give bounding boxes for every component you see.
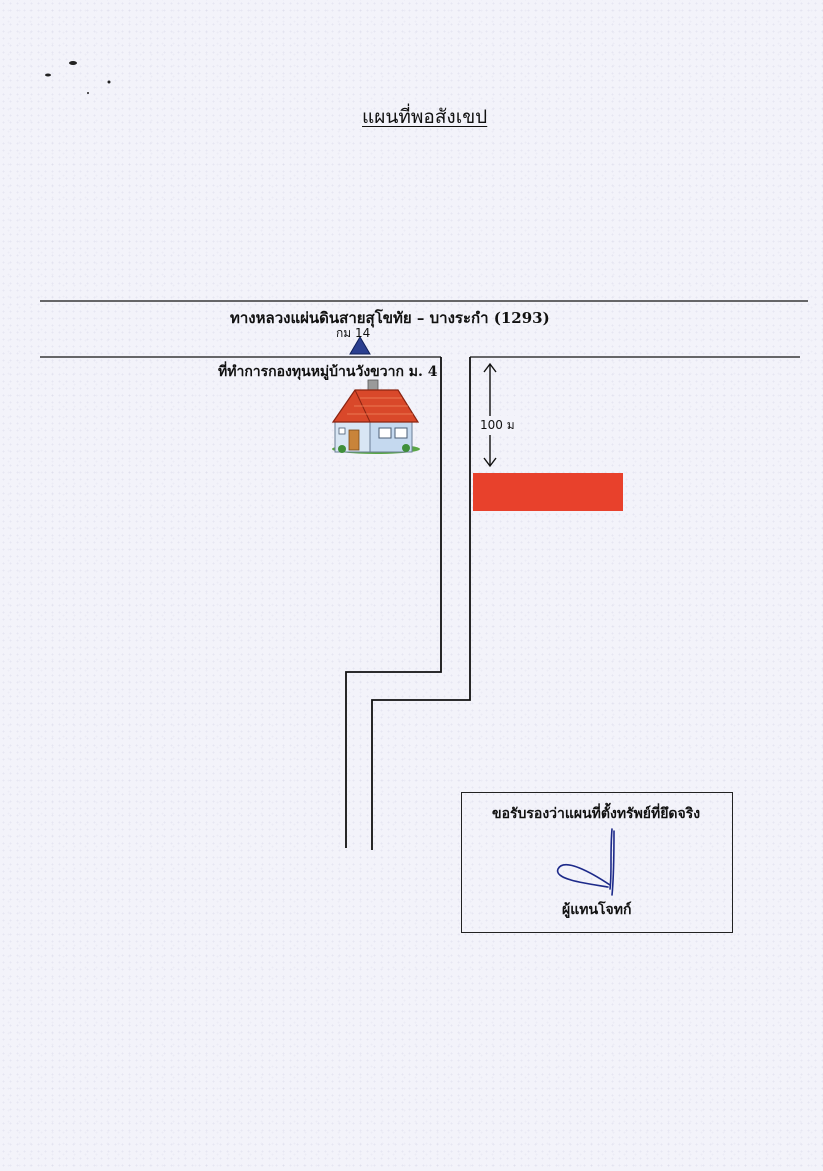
distance-label: 100 ม	[478, 416, 517, 435]
certification-box: ขอรับรองว่าแผนที่ตั้งทรัพย์ที่ยึดจริง ผู…	[461, 792, 733, 933]
scan-specks	[45, 61, 111, 94]
km-marker-label: กม 14	[336, 326, 371, 340]
highway-label: ทางหลวงแผ่นดินสายสุโขทัย – บางระกำ (1293…	[230, 309, 550, 327]
map-title: แผนที่พอสังเขป	[362, 106, 488, 128]
signature-icon	[557, 828, 615, 896]
house-icon	[331, 379, 420, 454]
property-location-marker	[473, 473, 623, 511]
side-road-left-edge	[345, 357, 442, 848]
double-arrow-icon	[483, 362, 497, 468]
village-fund-office-label: ที่ทำการกองทุนหมู่บ้านวังขวาก ม. 4	[218, 364, 438, 380]
signer-label: ผู้แทนโจทก์	[562, 902, 632, 918]
certification-text: ขอรับรองว่าแผนที่ตั้งทรัพย์ที่ยึดจริง	[492, 806, 701, 822]
km-marker-triangle-icon	[349, 336, 371, 355]
side-road-right-edge	[371, 357, 471, 850]
